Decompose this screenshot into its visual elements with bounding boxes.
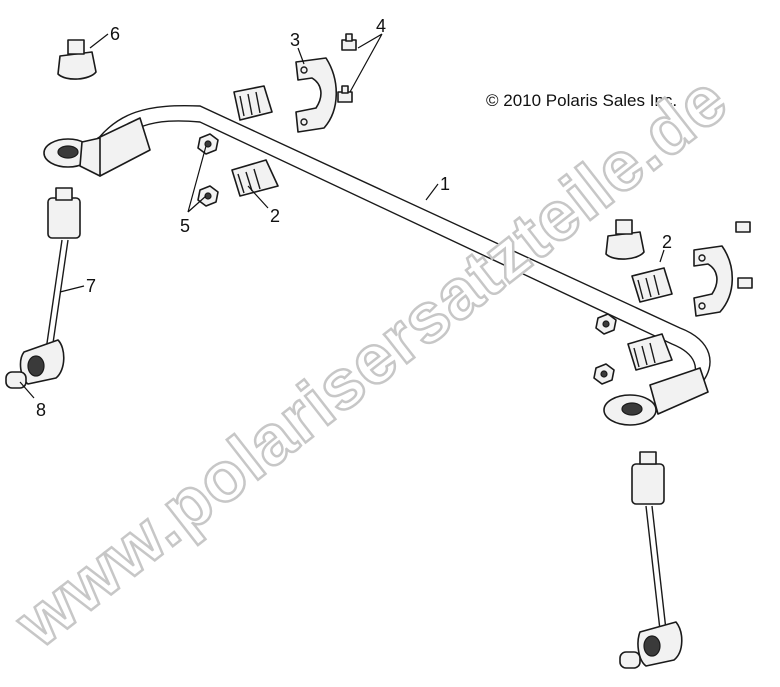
nut-2 xyxy=(197,185,219,207)
bump-stop-right xyxy=(605,219,645,260)
bolt-3 xyxy=(735,221,751,233)
bushing-left xyxy=(231,159,279,197)
stabilizer-bar xyxy=(43,104,711,426)
bolt-1 xyxy=(341,33,357,51)
callout-8: 8 xyxy=(36,400,46,420)
link-rod-left xyxy=(19,187,81,385)
callout-5: 5 xyxy=(180,216,190,236)
nut-3 xyxy=(595,313,617,335)
callout-2-right: 2 xyxy=(662,232,672,252)
bracket-right xyxy=(693,245,733,317)
bushing-left-top xyxy=(233,85,273,121)
copyright-notice: © 2010 Polaris Sales Inc. xyxy=(486,91,677,110)
sleeve-right xyxy=(619,651,641,669)
bracket-left xyxy=(295,57,337,133)
bushing-right xyxy=(627,333,673,371)
callout-6: 6 xyxy=(110,24,120,44)
link-rod-right xyxy=(631,451,683,667)
nut-4 xyxy=(593,363,615,385)
callout-7: 7 xyxy=(86,276,96,296)
bolt-4 xyxy=(737,277,753,289)
bushing-right-top xyxy=(631,267,673,303)
callout-4: 4 xyxy=(376,16,386,36)
callout-1: 1 xyxy=(440,174,450,194)
callout-2-left: 2 xyxy=(270,206,280,226)
bolt-2 xyxy=(337,85,353,103)
bump-stop-left xyxy=(57,39,97,80)
leader-lines xyxy=(19,33,665,399)
callout-3: 3 xyxy=(290,30,300,50)
nut-1 xyxy=(197,133,219,155)
